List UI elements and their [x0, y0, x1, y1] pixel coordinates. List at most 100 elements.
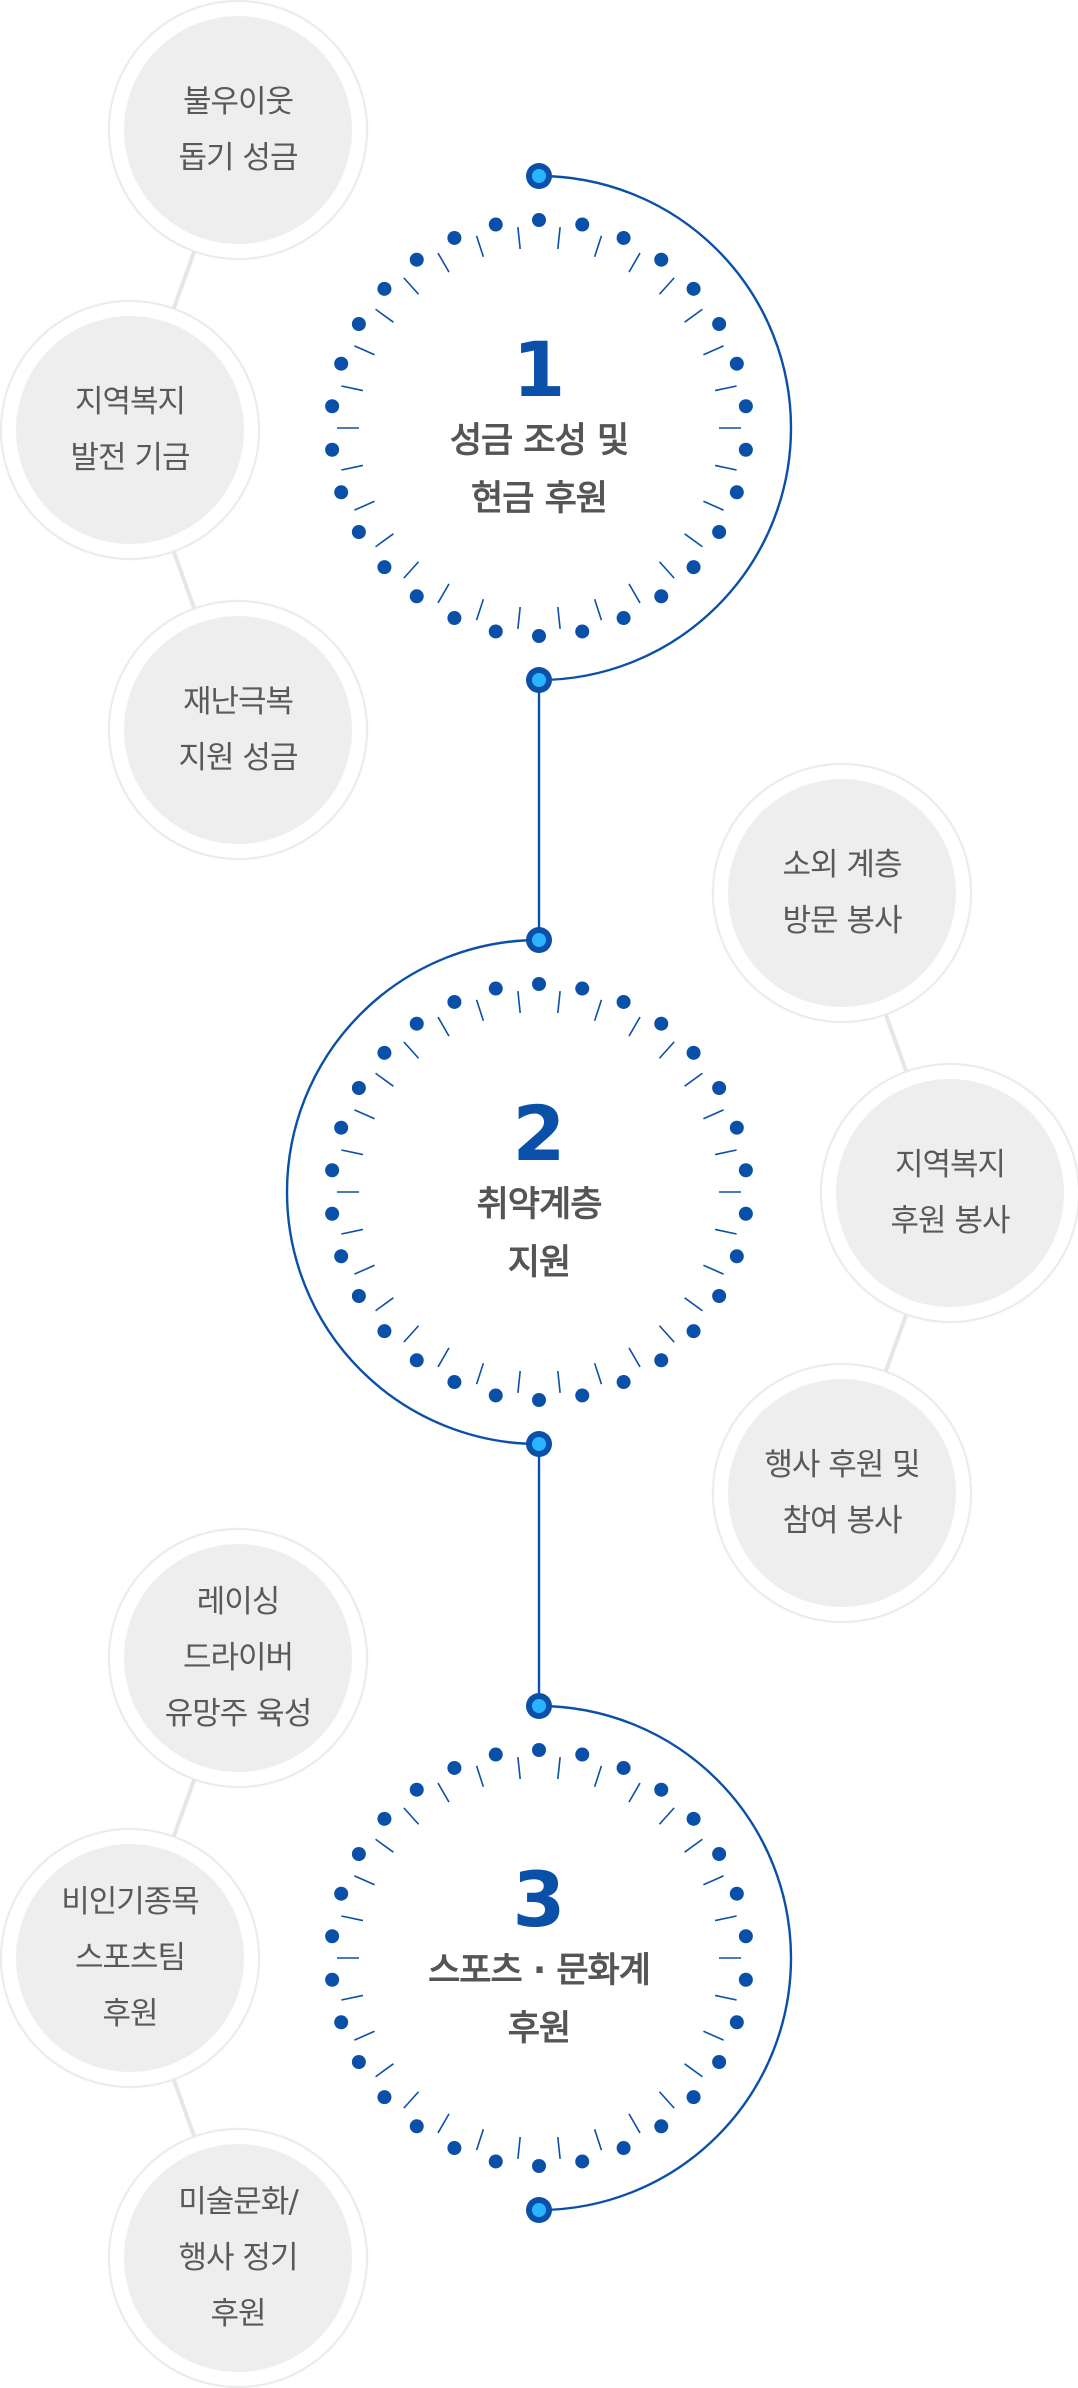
- ring-dot: [409, 2119, 424, 2134]
- ring-dot: [325, 1163, 340, 1178]
- ring-dot: [447, 611, 462, 626]
- ring-tick: [341, 1915, 364, 1922]
- ring-dot: [738, 1972, 753, 1987]
- ring-tick: [437, 2113, 450, 2134]
- ring-dot: [532, 213, 546, 227]
- ring-dot: [447, 1375, 462, 1390]
- ring-tick: [684, 308, 703, 323]
- ring-dot: [447, 1760, 462, 1775]
- step-number: 3: [512, 1855, 566, 1944]
- ring-tick: [628, 252, 641, 273]
- ring-tick: [593, 598, 603, 621]
- ring-tick: [557, 2136, 561, 2159]
- step-arc: [538, 1704, 793, 2212]
- ring-dot: [738, 1929, 753, 1944]
- ring-dot: [447, 2141, 462, 2156]
- bubble-text-line: 재난극복: [182, 684, 294, 720]
- ring-dot: [488, 1747, 503, 1762]
- ring-dot: [447, 230, 462, 245]
- ring-dot: [686, 1324, 701, 1339]
- ring-tick: [354, 1875, 375, 1886]
- bubble-text-line: 참여 봉사: [782, 1503, 903, 1539]
- ring-tick: [403, 1325, 420, 1343]
- ring-tick: [437, 1347, 450, 1368]
- ring-dot: [351, 1081, 366, 1095]
- ring-tick: [628, 1347, 641, 1368]
- bubble-text-line: 후원 봉사: [890, 1203, 1011, 1239]
- ring-tick: [658, 2091, 675, 2109]
- endpoint-node-inner: [532, 673, 546, 687]
- ring-dot: [334, 356, 349, 371]
- step-number: 1: [512, 325, 566, 414]
- ring-dot: [409, 589, 424, 604]
- ring-dot: [654, 2119, 669, 2134]
- ring-dot: [616, 611, 631, 626]
- ring-dot: [409, 1782, 424, 1797]
- ring-tick: [557, 606, 561, 629]
- ring-dot: [729, 1886, 744, 1901]
- ring-tick: [684, 1297, 703, 1312]
- ring-dot: [351, 2055, 366, 2069]
- bubble-text-line: 레이싱: [196, 1584, 281, 1620]
- bubble-text-line: 소외 계층: [782, 847, 903, 883]
- ring-dot: [447, 994, 462, 1009]
- ring-dot: [712, 1289, 727, 1303]
- ring-tick: [658, 1041, 675, 1059]
- ring-tick: [354, 345, 375, 356]
- ring-dot: [377, 2090, 392, 2105]
- step-arc: [285, 938, 540, 1446]
- ring-dot: [729, 1249, 744, 1264]
- bubble-text-line: 불우이웃: [182, 84, 294, 120]
- ring-dot: [575, 981, 590, 996]
- ring-tick: [403, 1041, 420, 1059]
- bubble-text-line: 비인기종목: [61, 1884, 200, 1920]
- ring-dot: [377, 560, 392, 575]
- ring-dot: [351, 525, 366, 539]
- ring-dot: [325, 442, 340, 457]
- bubble-text-line: 드라이버: [182, 1640, 294, 1676]
- ring-tick: [628, 583, 641, 604]
- step-number: 2: [512, 1089, 566, 1178]
- endpoint-node-inner: [532, 1699, 546, 1713]
- ring-tick: [341, 385, 364, 392]
- ring-dot: [729, 356, 744, 371]
- ring-dot: [575, 2154, 590, 2169]
- ring-dot: [654, 1353, 669, 1368]
- step-title-line: 취약계층: [476, 1185, 603, 1225]
- ring-dot: [488, 1388, 503, 1403]
- ring-tick: [475, 1362, 485, 1385]
- ring-dot: [334, 485, 349, 500]
- ring-dot: [738, 1163, 753, 1178]
- ring-tick: [557, 1370, 561, 1393]
- bubble-text-line: 방문 봉사: [782, 903, 903, 939]
- ring-tick: [403, 561, 420, 579]
- ring-tick: [437, 1016, 450, 1037]
- ring-dot: [654, 252, 669, 267]
- bubble-text-line: 지역복지: [74, 384, 186, 420]
- ring-dot: [616, 2141, 631, 2156]
- step-title-line: 후원: [507, 2009, 571, 2049]
- ring-tick: [684, 1838, 703, 1853]
- ring-dot: [686, 281, 701, 296]
- ring-tick: [658, 277, 675, 295]
- ring-dot: [351, 1289, 366, 1303]
- ring-tick: [475, 999, 485, 1022]
- ring-tick: [341, 1149, 364, 1156]
- endpoint-node-inner: [532, 169, 546, 183]
- ring-dot: [616, 994, 631, 1009]
- bubble-text-line: 후원: [210, 2296, 266, 2332]
- ring-tick: [557, 991, 561, 1014]
- ring-dot: [334, 1249, 349, 1264]
- ring-dot: [712, 2055, 727, 2069]
- ring-tick: [475, 598, 485, 621]
- ring-dot: [686, 1811, 701, 1826]
- ring-tick: [475, 235, 485, 258]
